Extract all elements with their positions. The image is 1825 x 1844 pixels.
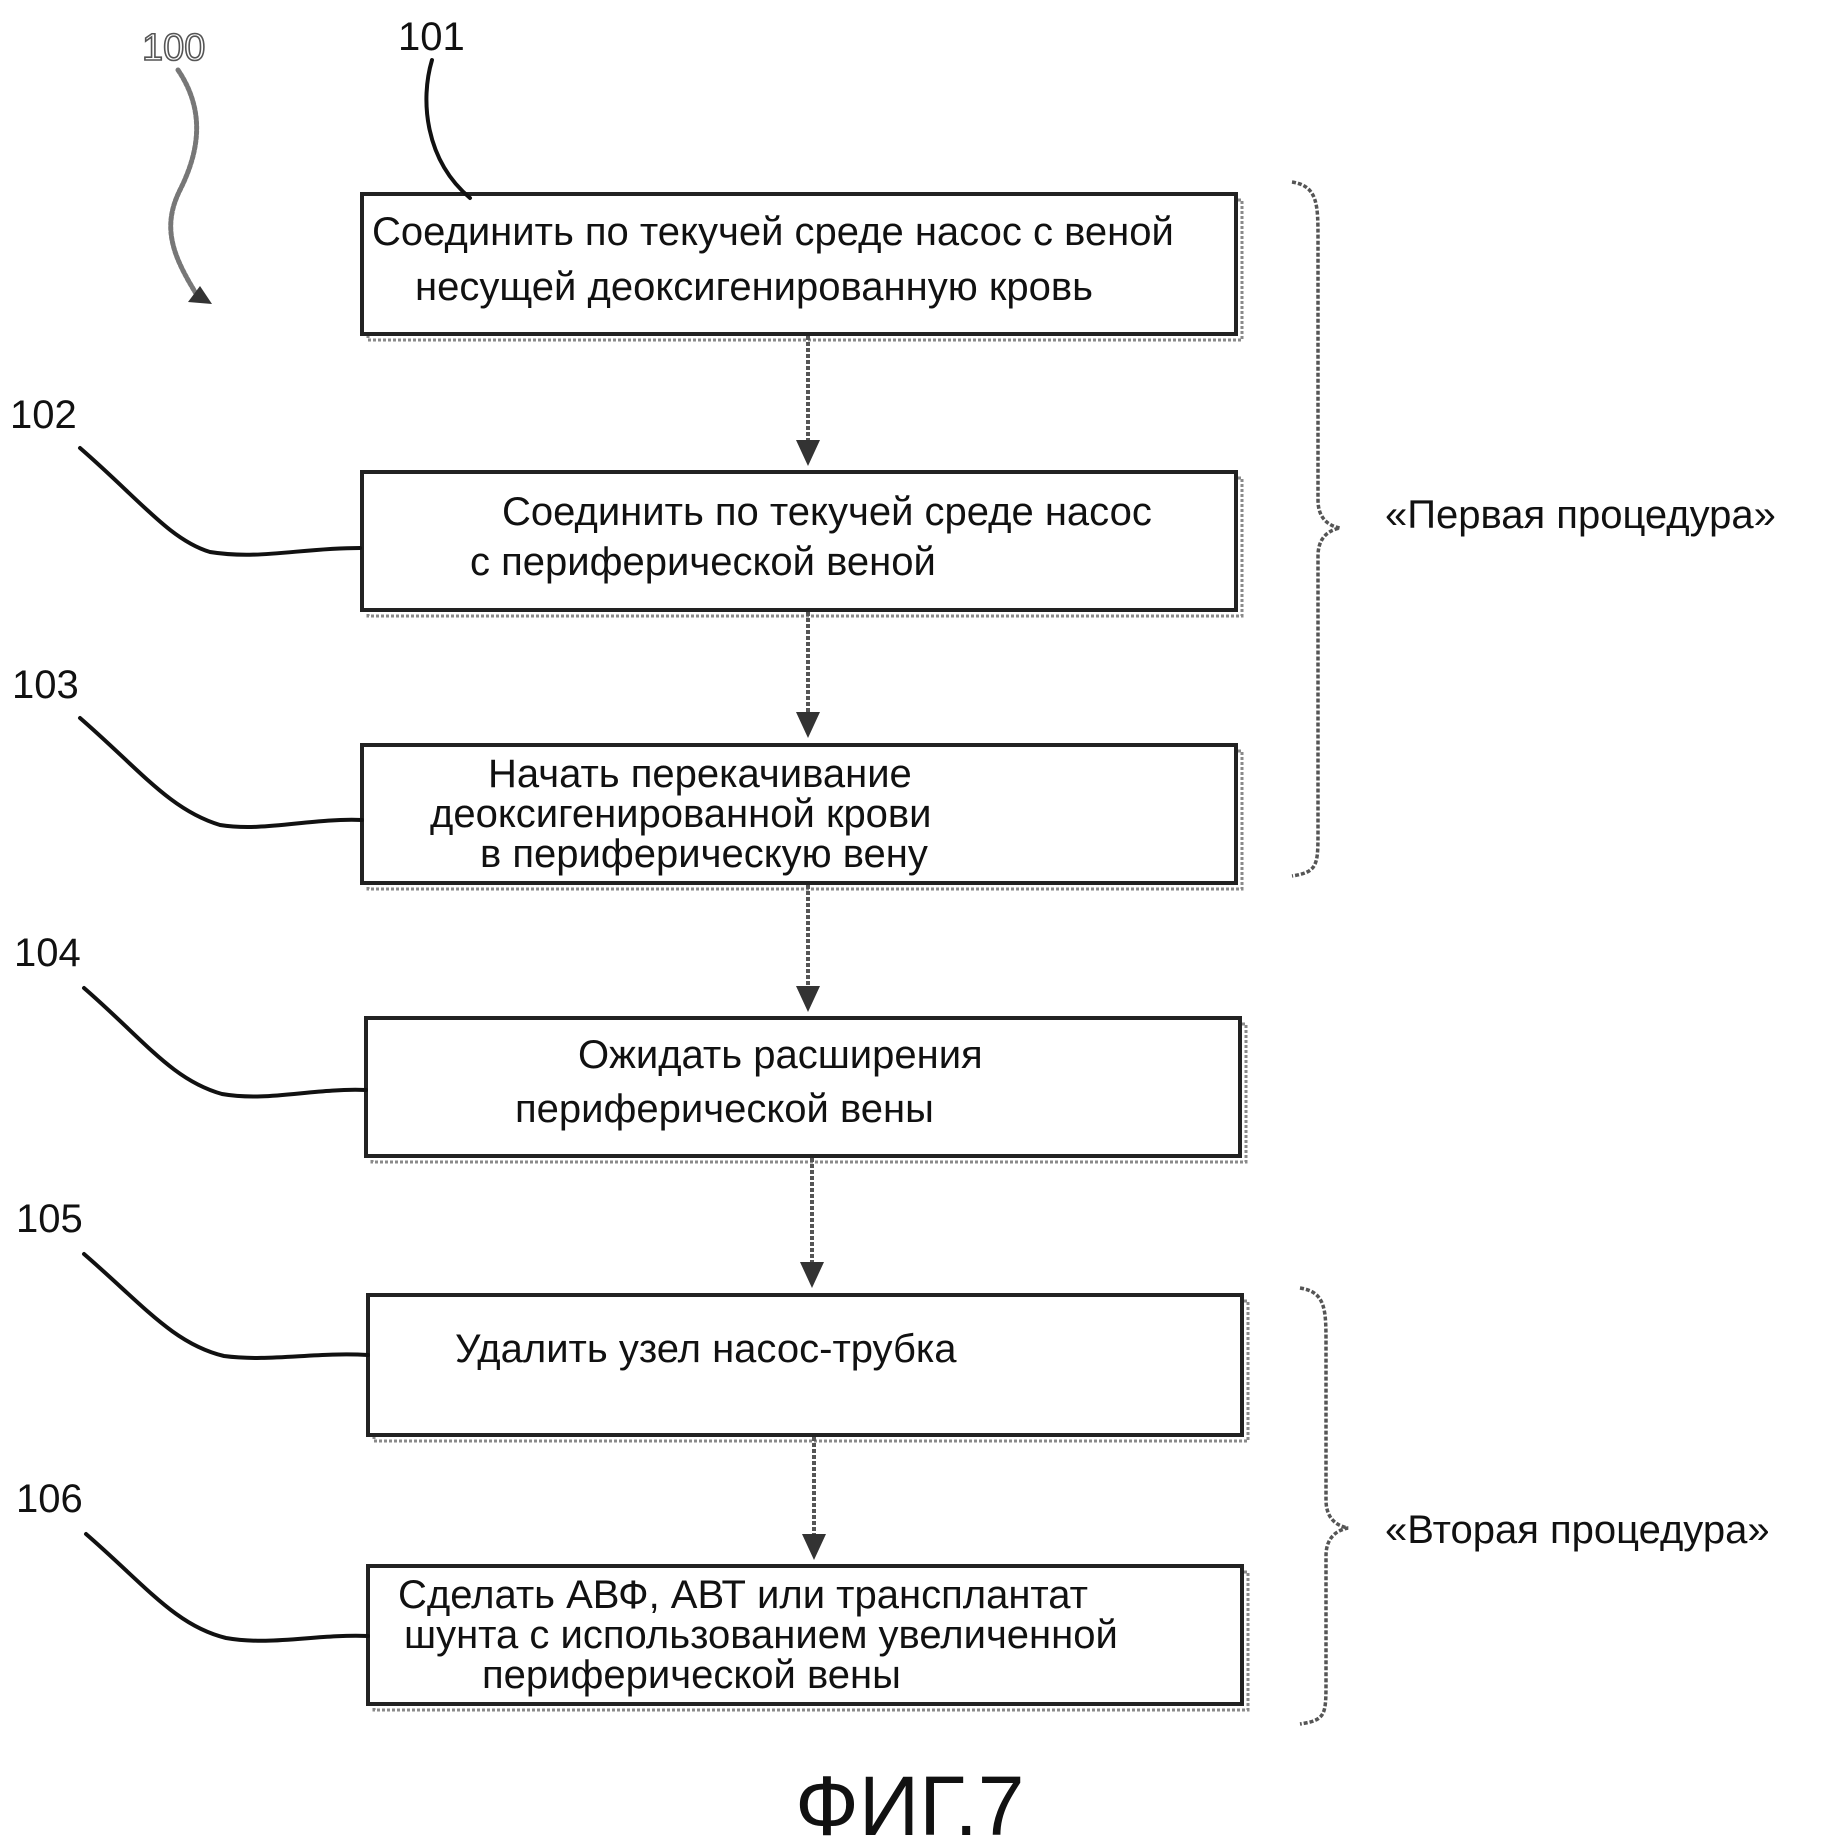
ref-104-leader — [84, 988, 366, 1096]
ref-106-leader — [86, 1534, 368, 1641]
overall-ref-leader — [171, 70, 200, 300]
ref-105-label: 105 — [16, 1197, 83, 1241]
ref-106-label: 106 — [16, 1477, 83, 1521]
connector-101-102 — [796, 336, 820, 466]
ref-102-leader — [80, 448, 360, 555]
connector-102-103 — [796, 612, 820, 738]
ref-101-label: 101 — [398, 15, 465, 59]
first-procedure-label: «Первая процедура» — [1385, 493, 1776, 537]
connector-105-106 — [802, 1437, 826, 1560]
ref-101-leader — [426, 60, 470, 198]
step-101-line-2: несущей деоксигенированную кровь — [415, 265, 1093, 309]
connector-103-104 — [796, 885, 820, 1012]
overall-ref-label: 100 — [142, 27, 205, 69]
ref-105-leader — [84, 1254, 368, 1358]
ref-102-label: 102 — [10, 393, 77, 437]
first-procedure-brace — [1292, 182, 1340, 876]
step-102-line-2: с периферической веной — [470, 540, 936, 584]
ref-103-label: 103 — [12, 663, 79, 707]
step-101-line-1: Соединить по текучей среде насос с веной — [372, 210, 1174, 254]
step-103: Начать перекачивание деоксигенированной … — [362, 745, 1242, 889]
step-102: Соединить по текучей среде насос с периф… — [362, 472, 1242, 616]
step-105-line-1: Удалить узел насос-трубка — [455, 1327, 957, 1371]
step-106: Сделать АВФ, АВТ или трансплантат шунта … — [368, 1566, 1248, 1710]
step-106-line-3: периферической вены — [482, 1653, 901, 1697]
step-106-line-1: Сделать АВФ, АВТ или трансплантат — [398, 1573, 1088, 1617]
step-105: Удалить узел насос-трубка — [368, 1295, 1248, 1441]
figure-caption: ФИГ.7 — [795, 1759, 1025, 1844]
step-103-line-3: в периферическую вену — [480, 832, 928, 876]
second-procedure-label: «Вторая процедура» — [1385, 1508, 1770, 1552]
step-104-line-1: Ожидать расширения — [578, 1033, 983, 1077]
step-104: Ожидать расширения периферической вены — [366, 1018, 1246, 1162]
ref-104-label: 104 — [14, 931, 81, 975]
step-104-line-2: периферической вены — [515, 1087, 934, 1131]
connector-104-105 — [800, 1158, 824, 1288]
step-103-line-1: Начать перекачивание — [488, 752, 912, 796]
second-procedure-brace — [1300, 1288, 1348, 1724]
step-103-line-2: деоксигенированной крови — [430, 792, 932, 836]
step-102-line-1: Соединить по текучей среде насос — [502, 490, 1152, 534]
step-101: Соединить по текучей среде насос с веной… — [362, 194, 1242, 340]
ref-103-leader — [80, 718, 362, 827]
step-106-line-2: шунта с использованием увеличенной — [404, 1613, 1118, 1657]
